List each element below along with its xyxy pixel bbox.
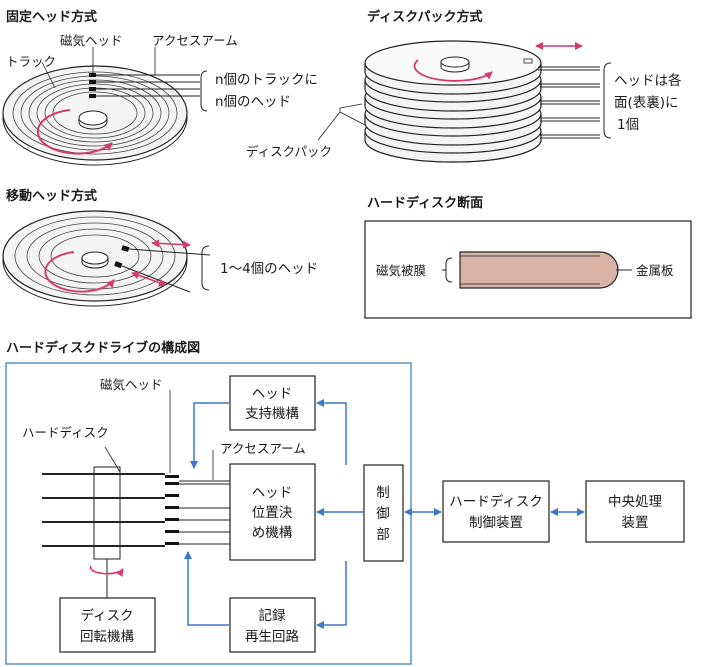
drive-rotation-arrow-icon bbox=[89, 565, 124, 578]
drive-title: ハードディスクドライブの構成図 bbox=[6, 340, 200, 356]
note-bracket bbox=[200, 70, 208, 112]
svg-text:装置: 装置 bbox=[622, 515, 649, 531]
moving-arm-arrow2-icon bbox=[131, 271, 167, 287]
label-coating: 磁気被膜 bbox=[376, 263, 426, 278]
svg-text:制御装置: 制御装置 bbox=[469, 515, 523, 531]
svg-text:支持機構: 支持機構 bbox=[245, 406, 299, 422]
box-head-support: ヘッド 支持機構 bbox=[229, 375, 316, 431]
moving-head-section: 移動ヘッド方式 1～4個のヘッド bbox=[2, 188, 318, 307]
flow-arrows bbox=[184, 399, 585, 629]
label-access-arm: アクセスアーム bbox=[152, 33, 238, 48]
pack-access-arms bbox=[538, 66, 600, 139]
svg-text:回転機構: 回転機構 bbox=[80, 629, 134, 645]
pack-leader-line bbox=[317, 103, 366, 141]
disk-pack-stack bbox=[364, 40, 542, 163]
svg-text:位置決: 位置決 bbox=[252, 505, 293, 521]
drive-heads bbox=[165, 475, 230, 545]
box-rotation: ディスク 回転機構 bbox=[59, 597, 156, 653]
pack-note-line2: 面(表裏)に bbox=[614, 95, 679, 111]
pack-note-line3: 1個 bbox=[617, 117, 639, 133]
box-head-position: ヘッド 位置決 め機構 bbox=[229, 463, 316, 561]
box-hd-controller: ハードディスク 制御装置 bbox=[442, 480, 550, 543]
box-cpu: 中央処理 装置 bbox=[585, 480, 685, 543]
fixed-note-line1: n個のトラックに bbox=[215, 72, 318, 88]
moving-note-bracket bbox=[201, 245, 210, 291]
svg-text:ヘッド: ヘッド bbox=[252, 485, 293, 501]
label-plate: 金属板 bbox=[636, 263, 674, 278]
svg-text:記録: 記録 bbox=[259, 607, 286, 624]
fixed-head-section: 固定ヘッド方式 磁気ヘッド アクセスアー bbox=[2, 9, 318, 166]
drive-section: ハードディスクドライブの構成図 磁気 bbox=[5, 340, 685, 665]
drive-platters bbox=[42, 473, 165, 547]
svg-text:部: 部 bbox=[376, 527, 390, 543]
drive-label-hard-disk: ハードディスク bbox=[22, 425, 109, 440]
svg-text:御: 御 bbox=[376, 506, 390, 522]
disk-pack-section: ディスクパック方式 bbox=[246, 9, 682, 163]
drive-label-access-arm: アクセスアーム bbox=[220, 441, 306, 456]
fixed-heads bbox=[41, 47, 200, 98]
svg-text:制: 制 bbox=[376, 485, 390, 501]
moving-rotation-arrow-icon bbox=[44, 251, 115, 293]
box-controller: 制 御 部 bbox=[363, 464, 404, 562]
cross-section-title: ハードディスク断面 bbox=[367, 195, 483, 211]
pack-note-line1: ヘッドは各 bbox=[614, 73, 682, 89]
moving-head-platter bbox=[2, 210, 188, 307]
coating-bracket bbox=[442, 257, 453, 283]
moving-head-title: 移動ヘッド方式 bbox=[6, 188, 97, 204]
moving-note: 1～4個のヘッド bbox=[220, 261, 318, 277]
svg-text:中央処理: 中央処理 bbox=[608, 494, 662, 510]
svg-text:再生回路: 再生回路 bbox=[245, 629, 299, 645]
pack-rotation-arrow-icon bbox=[413, 59, 493, 82]
svg-text:ディスク: ディスク bbox=[80, 607, 133, 624]
drive-label-magnetic-head: 磁気ヘッド bbox=[100, 377, 163, 392]
fixed-note-line2: n個のヘッド bbox=[215, 94, 291, 110]
disk-pack-title: ディスクパック方式 bbox=[367, 9, 482, 25]
label-magnetic-head: 磁気ヘッド bbox=[60, 33, 123, 48]
label-disk-pack: ディスクパック bbox=[246, 144, 332, 159]
rotation-arrow-icon bbox=[36, 109, 113, 155]
svg-text:ヘッド: ヘッド bbox=[252, 386, 293, 402]
cross-section-frame bbox=[364, 220, 692, 319]
pack-note-bracket bbox=[603, 62, 612, 139]
fixed-head-title: 固定ヘッド方式 bbox=[6, 9, 97, 25]
moving-arm-arrow1-icon bbox=[151, 239, 191, 249]
metal-plate bbox=[459, 251, 619, 289]
svg-text:め機構: め機構 bbox=[252, 525, 293, 541]
svg-text:ハードディスク: ハードディスク bbox=[449, 493, 543, 510]
label-track: トラック bbox=[6, 54, 56, 69]
box-record: 記録 再生回路 bbox=[229, 597, 316, 653]
cross-section: ハードディスク断面 磁気被膜 金属板 bbox=[364, 195, 692, 319]
